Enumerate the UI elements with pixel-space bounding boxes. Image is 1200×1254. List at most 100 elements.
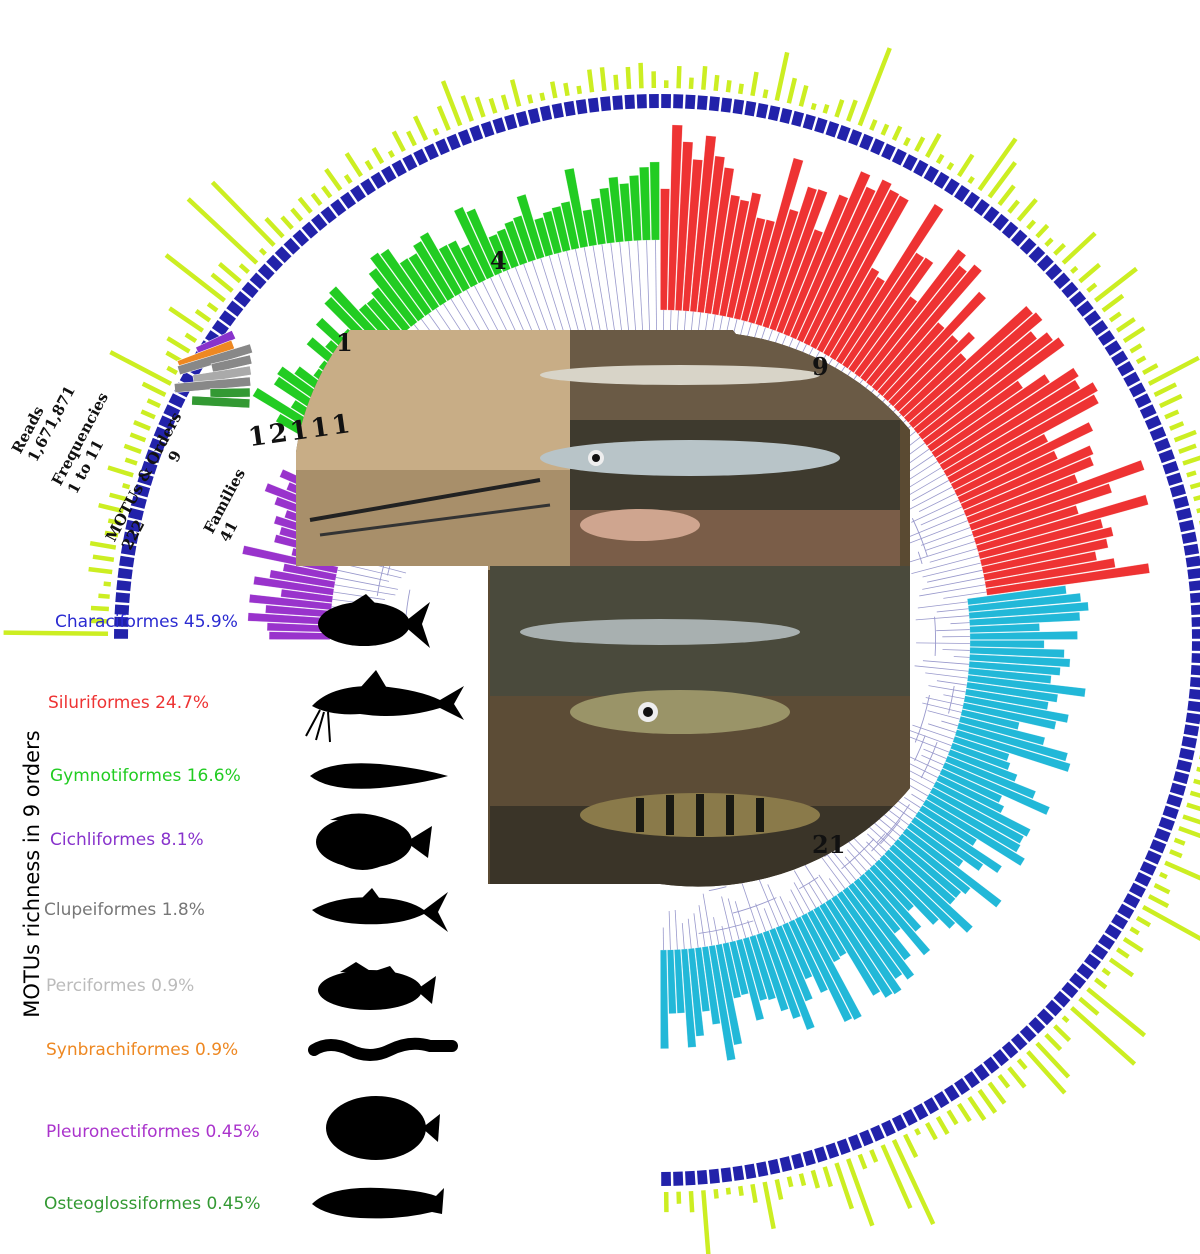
frequency-bar — [870, 1124, 885, 1142]
reads-bar — [210, 272, 234, 293]
reads-bar — [774, 1179, 784, 1200]
reads-bar — [1101, 293, 1125, 313]
reads-bar — [997, 1074, 1011, 1089]
reads-bar — [786, 1176, 794, 1188]
reads-bar — [98, 593, 110, 599]
frequency-bar — [515, 110, 529, 127]
reads-bar — [676, 66, 682, 89]
gymnotiformes-bar — [512, 215, 537, 263]
gymnotiformes-bar — [639, 166, 651, 241]
siluriformes-bar — [953, 421, 1094, 497]
tree-branch — [721, 896, 733, 942]
reads-bar — [1189, 790, 1200, 798]
frequency-bar — [1134, 393, 1152, 409]
frequency-bar — [1183, 543, 1200, 556]
reads-bar — [903, 136, 911, 147]
frequency-bar — [1129, 882, 1146, 898]
frequency-bar — [311, 213, 328, 231]
characiformes-bar — [964, 688, 1049, 710]
frequency-bar — [902, 1109, 918, 1126]
characiformes-bar — [722, 942, 742, 999]
reads-bar — [1196, 766, 1200, 772]
frequency-bar — [836, 1138, 851, 1155]
siluriformes-bar — [711, 194, 741, 316]
reads-bar — [206, 302, 219, 313]
frequency-bar — [859, 1129, 874, 1147]
siluriformes-bar — [704, 167, 735, 315]
frequency-bar — [1188, 688, 1200, 700]
reads-bar — [977, 137, 1018, 192]
reads-bar — [688, 1191, 695, 1213]
reads-bar — [1142, 905, 1200, 942]
siluriformes-bar — [835, 203, 944, 365]
siluriformes-bar — [960, 445, 1094, 511]
frequency-bar — [1083, 310, 1102, 327]
characiformes-bar — [914, 810, 1003, 874]
reads-bar — [1026, 1050, 1067, 1095]
frequency-bar — [881, 143, 896, 161]
frequency-bar — [1069, 972, 1087, 989]
frequency-bar — [1189, 676, 1200, 688]
frequency-bar — [114, 604, 130, 615]
siluriformes-bar — [796, 186, 876, 343]
reads-bar — [946, 161, 955, 171]
gymnotiformes-bar — [460, 244, 487, 284]
reads-bar — [1070, 265, 1079, 274]
characiformes-bar — [874, 859, 940, 926]
reads-bar — [1086, 987, 1147, 1038]
reads-bar — [977, 1088, 998, 1114]
frequency-bar — [360, 178, 376, 196]
siluriformes-bar — [882, 291, 987, 402]
frequency-bar — [1117, 903, 1135, 919]
reads-bar — [1053, 1024, 1072, 1043]
reads-bar — [1007, 1066, 1027, 1089]
cichlid-silhouette — [316, 813, 432, 870]
frequency-bar — [913, 159, 929, 177]
reads-bar — [1193, 495, 1200, 502]
tree-arc — [914, 735, 926, 762]
tree-branch — [943, 591, 987, 599]
reads-bar — [1186, 802, 1200, 812]
reads-bar — [90, 605, 109, 612]
reads-bar — [539, 92, 546, 101]
order-silhouettes — [305, 594, 464, 1219]
reads-bar — [166, 336, 191, 354]
frequency-bar — [1185, 712, 1200, 725]
characiformes-bar — [749, 934, 777, 1001]
frequency-bar — [992, 213, 1009, 231]
tree-branch — [902, 473, 946, 499]
reads-bar — [786, 77, 798, 104]
cichliformes-bar — [248, 594, 333, 611]
characiformes-bar — [918, 805, 978, 847]
reads-bar — [258, 247, 267, 256]
frequency-bar — [539, 105, 553, 122]
frequency-bar — [720, 97, 733, 113]
tree-branch — [334, 584, 396, 596]
frequency-bar — [944, 178, 960, 196]
frequency-bar — [673, 1171, 684, 1186]
tree-arc — [841, 838, 875, 870]
characiformes-bar — [830, 894, 902, 995]
frequency-bar — [767, 1158, 781, 1175]
siluriformes-bar — [726, 192, 762, 319]
frequency-bar — [257, 263, 275, 281]
tree-arc — [698, 920, 754, 934]
reads-bar — [129, 432, 147, 443]
swamp-eel-silhouette — [308, 1037, 458, 1061]
characiformes-bar — [969, 630, 1078, 640]
frequency-bar — [145, 449, 162, 464]
frequency-bar — [114, 616, 129, 627]
siluriformes-bar — [776, 228, 824, 334]
siluriformes-bar — [943, 381, 1099, 478]
tree-branch — [646, 240, 651, 346]
siluriformes-bar — [783, 194, 849, 337]
frequency-bar — [1166, 794, 1183, 808]
knifefish-silhouette — [310, 763, 448, 789]
frequency-bar — [587, 97, 600, 113]
reads-bar — [344, 152, 363, 178]
tree-branch — [687, 918, 692, 949]
frequency-bar — [685, 1170, 696, 1186]
characiformes-bar — [969, 612, 1081, 626]
frequency-bar — [1187, 700, 1200, 712]
tree-branch — [921, 754, 944, 766]
